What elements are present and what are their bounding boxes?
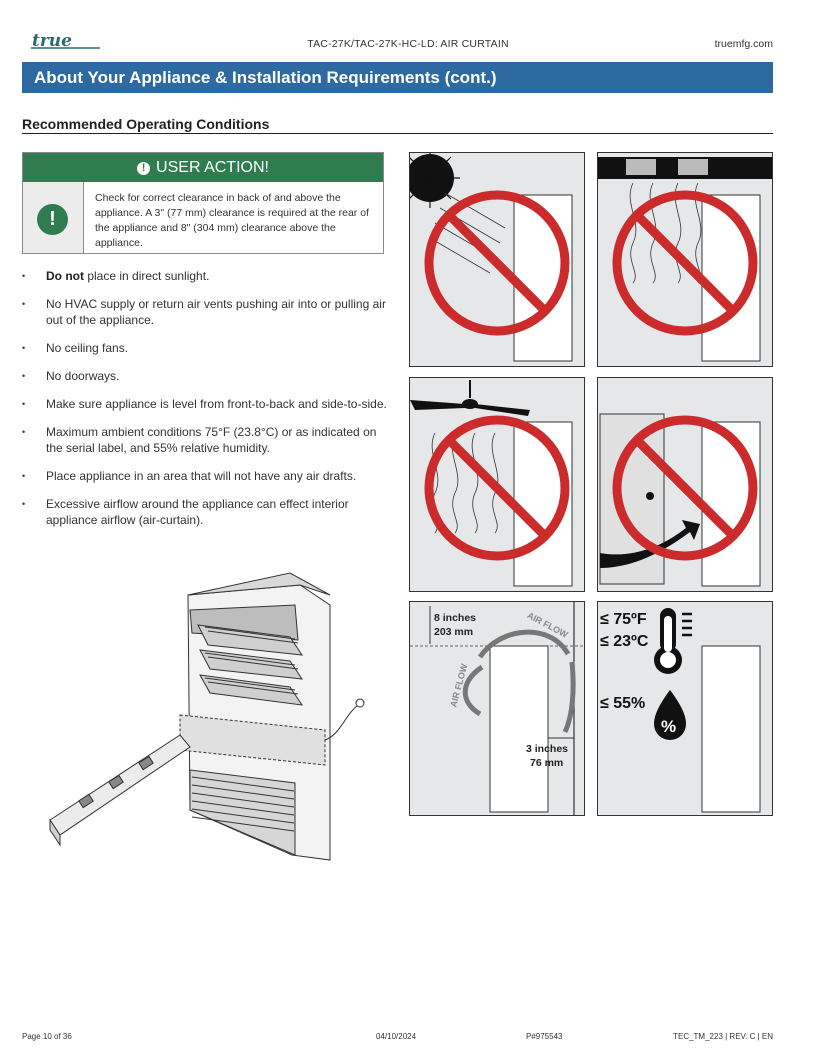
svg-text:3 inches: 3 inches xyxy=(526,743,568,755)
humidity-value: ≤ 55% xyxy=(600,695,645,712)
temperature-c: ≤ 23ºC xyxy=(600,633,649,650)
footer-page: Page 10 of 36 xyxy=(22,1032,72,1041)
droplet-icon: % xyxy=(654,690,686,740)
appliance-illustration xyxy=(49,572,365,861)
svg-text:true: true xyxy=(32,32,72,50)
temperature-f: ≤ 75ºF xyxy=(600,611,647,628)
list-item: Excessive airflow around the appliance c… xyxy=(22,496,392,528)
user-action-box: ! USER ACTION! ! Check for correct cleara… xyxy=(22,152,384,254)
footer-date: 04/10/2024 xyxy=(376,1032,417,1041)
svg-text:76 mm: 76 mm xyxy=(530,757,563,769)
list-item: Do not place in direct sunlight. xyxy=(22,268,392,284)
panel-clearance: 8 inches 203 mm AIR FLOW AIR FLOW 3 inch… xyxy=(409,601,585,816)
panel-no-hvac-vents xyxy=(597,152,773,367)
svg-text:8 inches: 8 inches xyxy=(434,612,476,624)
alert-icon: ! xyxy=(37,204,68,235)
panel-no-ceiling-fans xyxy=(409,377,585,592)
panel-ambient-conditions: ≤ 75ºF ≤ 23ºC ≤ 55% % xyxy=(597,601,773,816)
user-action-header: ! USER ACTION! xyxy=(23,153,383,182)
section-divider xyxy=(22,133,773,134)
website-link[interactable]: truemfg.com xyxy=(714,38,773,50)
list-item: No HVAC supply or return air vents pushi… xyxy=(22,296,392,328)
list-item: Maximum ambient conditions 75°F (23.8°C)… xyxy=(22,424,392,456)
true-logo: true xyxy=(31,32,100,50)
list-item: Place appliance in an area that will not… xyxy=(22,468,392,484)
footer-document-code: TEC_TM_223 | REV. C | EN xyxy=(673,1032,773,1041)
user-action-text: Check for correct clearance in back of a… xyxy=(95,192,369,249)
svg-text:%: % xyxy=(661,717,676,736)
exclamation-icon: ! xyxy=(137,162,151,175)
operating-conditions-list: Do not place in direct sunlight. No HVAC… xyxy=(22,268,392,540)
panel-no-doorways xyxy=(597,377,773,592)
user-action-icon-cell: ! xyxy=(23,182,84,253)
section-banner: About Your Appliance & Installation Requ… xyxy=(22,62,773,93)
list-item: No doorways. xyxy=(22,368,392,384)
document-title: TAC-27K/TAC-27K-HC-LD: AIR CURTAIN xyxy=(307,38,509,50)
list-item: Make sure appliance is level from front-… xyxy=(22,396,392,412)
footer-part-number: P#975543 xyxy=(526,1032,563,1041)
svg-text:203 mm: 203 mm xyxy=(434,626,473,638)
banner-title: About Your Appliance & Installation Requ… xyxy=(34,68,497,87)
user-action-heading: USER ACTION! xyxy=(156,159,269,176)
list-item: No ceiling fans. xyxy=(22,340,392,356)
panel-no-sunlight xyxy=(409,152,585,367)
thermometer-icon xyxy=(654,608,692,674)
section-heading: Recommended Operating Conditions xyxy=(22,116,270,132)
